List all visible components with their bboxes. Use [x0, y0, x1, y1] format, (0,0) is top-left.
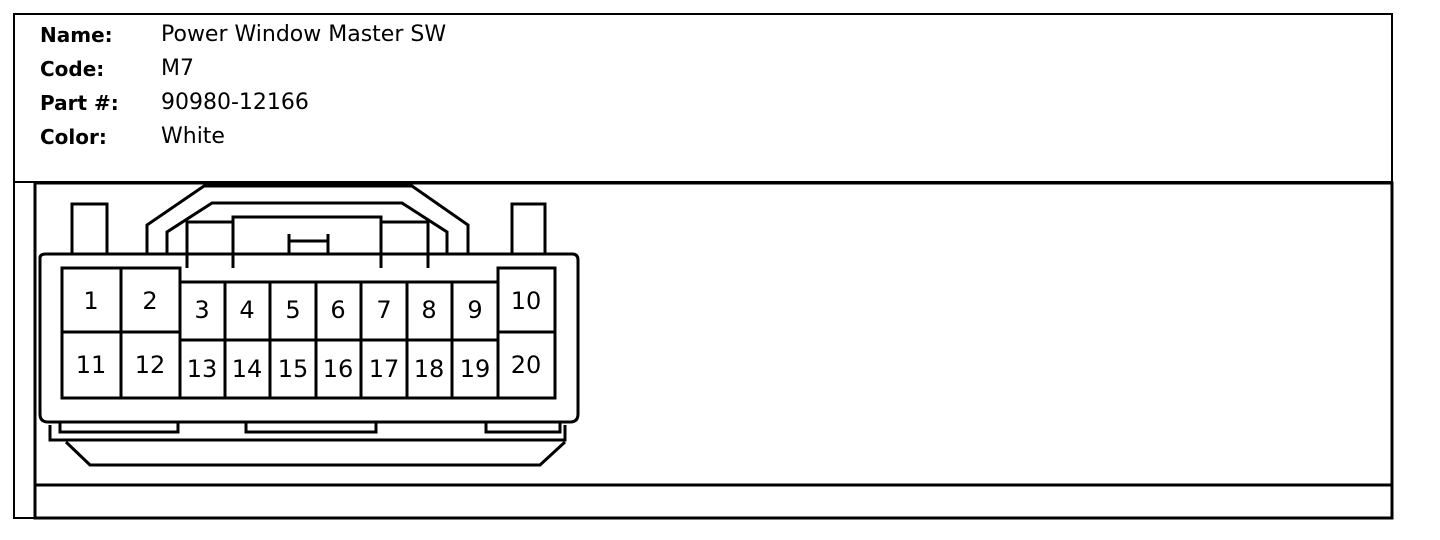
name-value: Power Window Master SW — [161, 22, 447, 47]
pin-label: 5 — [285, 296, 300, 324]
code-value: M7 — [161, 56, 194, 81]
pin-label: 15 — [278, 355, 309, 383]
color-label: Color: — [40, 125, 107, 149]
pin-label: 13 — [187, 355, 218, 383]
pin-label: 8 — [421, 296, 436, 324]
pin-label: 20 — [511, 351, 542, 379]
pin-label: 14 — [232, 355, 263, 383]
pin-label: 9 — [467, 296, 482, 324]
diagram-area — [33, 181, 1394, 520]
pin-label: 1 — [83, 287, 98, 315]
pin-label: 16 — [323, 355, 354, 383]
pin-label: 18 — [414, 355, 445, 383]
pin-labels: 1 2 3 4 5 6 7 8 9 10 11 12 13 14 15 16 1… — [76, 287, 542, 383]
pin-label: 7 — [376, 296, 391, 324]
pin-label: 10 — [511, 287, 542, 315]
code-label: Code: — [40, 57, 105, 81]
part-number-value: 90980-12166 — [161, 90, 309, 115]
pin-label: 19 — [460, 355, 491, 383]
pin-label: 3 — [194, 296, 209, 324]
pin-label: 11 — [76, 351, 107, 379]
connector-housing — [38, 184, 580, 467]
pin-label: 2 — [142, 287, 157, 315]
color-value: White — [161, 124, 225, 149]
part-number-label: Part #: — [40, 91, 119, 115]
name-label: Name: — [40, 23, 113, 47]
pin-grid — [60, 266, 557, 400]
pin-label: 12 — [135, 351, 166, 379]
pin-label: 6 — [330, 296, 345, 324]
pin-label: 4 — [239, 296, 254, 324]
pin-label: 17 — [369, 355, 400, 383]
